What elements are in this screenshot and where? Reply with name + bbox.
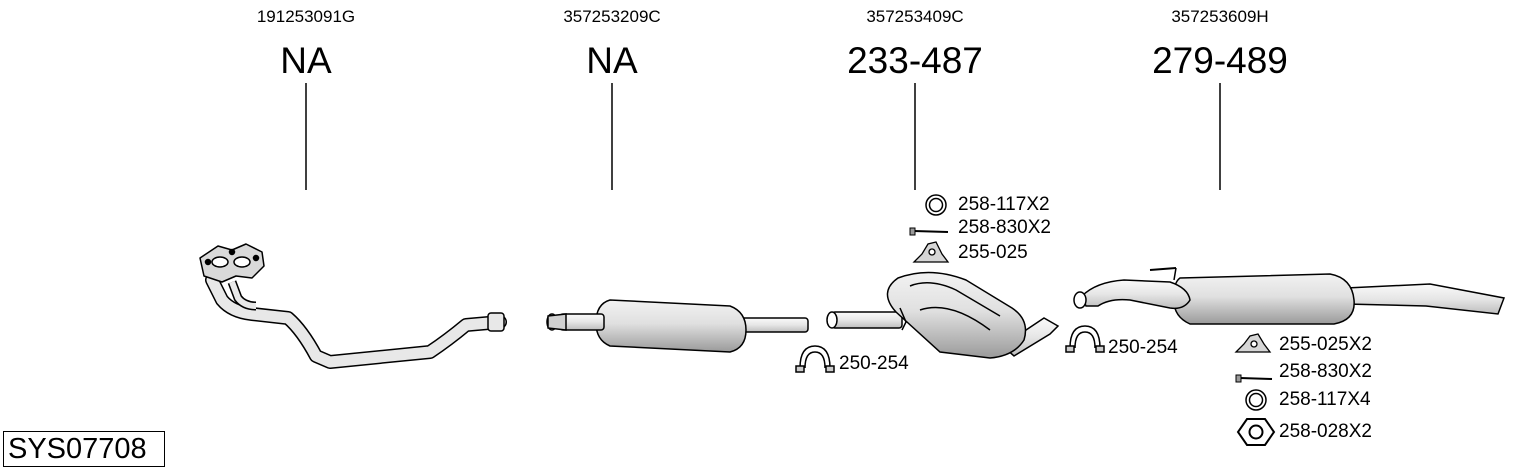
clamp-icon [1065,325,1105,353]
hanger-icon [1234,333,1272,353]
ring-icon [925,194,947,216]
system-code: SYS07708 [3,431,165,467]
clamp-icon [795,345,835,373]
ring-icon [1245,389,1267,411]
bolt-icon [1235,374,1273,383]
part-3-oem-number: 357253409C [866,7,964,26]
fitting-label: 258-830X2 [1279,361,1372,382]
nut-icon [1236,418,1276,446]
fitting-label: 258-117X4 [1279,389,1371,410]
part-1-oem-number: 191253091G [256,7,356,26]
hanger-icon [912,241,950,263]
part-4-oem-number: 357253609H [1171,7,1269,26]
fitting-label: 258-830X2 [958,217,1051,238]
leader-lines [305,83,1221,190]
part-4-reference: 279-489 [1152,40,1288,81]
fitting-label: 258-117X2 [958,194,1050,215]
middle-silencer-drawing [826,271,1060,359]
clamp-label: 250-254 [839,353,909,374]
centre-silencer-drawing [546,299,809,353]
part-2-reference: NA [586,40,638,81]
rear-silencer-drawing [1073,267,1506,325]
part-1-reference: NA [280,40,332,81]
fitting-label: 255-025 [958,242,1028,263]
bolt-icon [909,227,949,236]
part-2-oem-number: 357253209C [563,7,661,26]
fitting-label: 255-025X2 [1279,334,1372,355]
fitting-label: 258-028X2 [1279,421,1372,442]
clamp-label: 250-254 [1108,337,1178,358]
part-3-reference: 233-487 [847,40,983,81]
front-pipe-drawing [199,243,507,369]
